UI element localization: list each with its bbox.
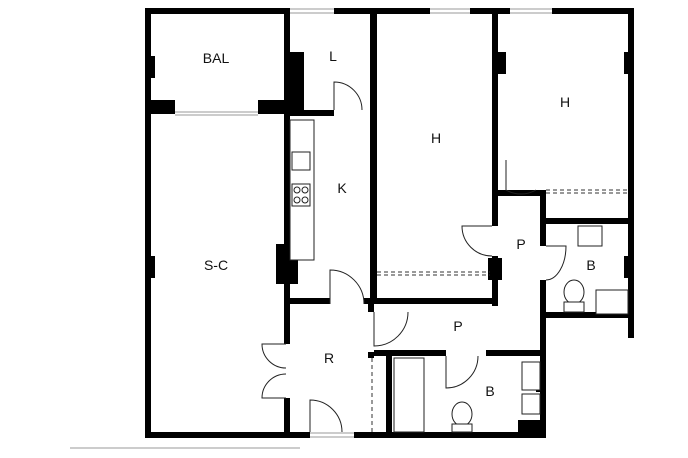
wall-bedroom-right-lower [492,256,498,306]
door-laundry [333,81,363,111]
wall-bottom-mid [354,432,374,438]
bidet-lower [521,393,541,415]
door-entry [309,399,343,433]
label-living-dining: S-C [204,257,228,273]
wall-pier-4 [624,256,634,278]
wall-left [145,8,151,438]
door-bath-lower [445,355,479,389]
label-bedroom-right: H [560,94,570,110]
wall-pier-5 [498,52,506,74]
walls [145,8,634,438]
doors [261,81,567,433]
wall-bath-top-right [486,350,546,356]
door-bedroom-right [505,160,537,195]
wall-balcony-right-stub [258,100,290,114]
wall-kitchen-bottom-stub [364,298,376,304]
bathtub [393,357,425,433]
washbasin-right [577,225,603,247]
kitchen-stove [291,183,311,207]
wall-pier-6 [536,370,546,392]
label-bath-right: B [586,257,595,273]
wall-bath-corner [518,420,546,438]
label-hall-upper: P [516,236,525,252]
label-hall-lower: P [453,318,462,334]
wall-bath-top-left [374,350,446,356]
room-labels: BAL L H H K S-C P P B R B [203,48,596,399]
wall-top-mid [334,8,430,14]
door-bath-right [545,245,567,281]
label-kitchen: K [337,180,347,196]
wall-top-far-right [552,8,634,14]
label-bath-lower: B [485,383,494,399]
door-hall [373,311,409,347]
windows [70,8,552,449]
wall-bedroom-block [488,258,502,280]
wall-bath-right-left [540,190,546,246]
wall-top-left [145,8,290,14]
washbasin-lower [521,361,541,391]
wall-entry-left [284,304,290,344]
wall-right [628,8,634,338]
wall-bottom-left [145,432,310,438]
toilet-lower [451,401,473,427]
wall-bath-right-top [540,218,634,224]
label-laundry: L [329,48,337,64]
door-bedroom-center [461,225,493,257]
wall-kitchen-bottom-left [284,298,330,304]
kitchen-sink [291,151,311,171]
wall-pier-3 [624,52,634,74]
fixtures [289,119,629,433]
wall-pier-2 [145,256,155,278]
wall-entry-right-lower [368,352,374,358]
wall-laundry-bottom [284,110,334,116]
wall-top-right [470,8,510,14]
label-bedroom-center: H [431,130,441,146]
wall-bedroom-left [370,8,377,304]
wall-bedroom-right [492,8,498,226]
label-entry: R [324,350,334,366]
wall-bath-right-left-lower [540,280,546,320]
shower-right [595,289,629,315]
door-living-double [261,343,287,399]
wall-step [540,312,634,318]
wall-balcony-left-stub [145,100,175,114]
wall-pier-1 [145,56,155,78]
dashed-openings [371,189,628,432]
wall-bedroom-bottom [370,298,498,304]
label-balcony: BAL [203,50,230,66]
door-kitchen [329,269,365,305]
wall-entry-left-lower [284,398,290,438]
toilet-right [563,279,585,305]
wall-bath-left [386,350,392,438]
wall-entry-right [368,304,374,312]
wall-laundry-block [284,52,304,110]
wall-bottom-right [374,432,546,438]
wall-hall-top [498,190,546,196]
wall-laundry-left [284,8,290,308]
